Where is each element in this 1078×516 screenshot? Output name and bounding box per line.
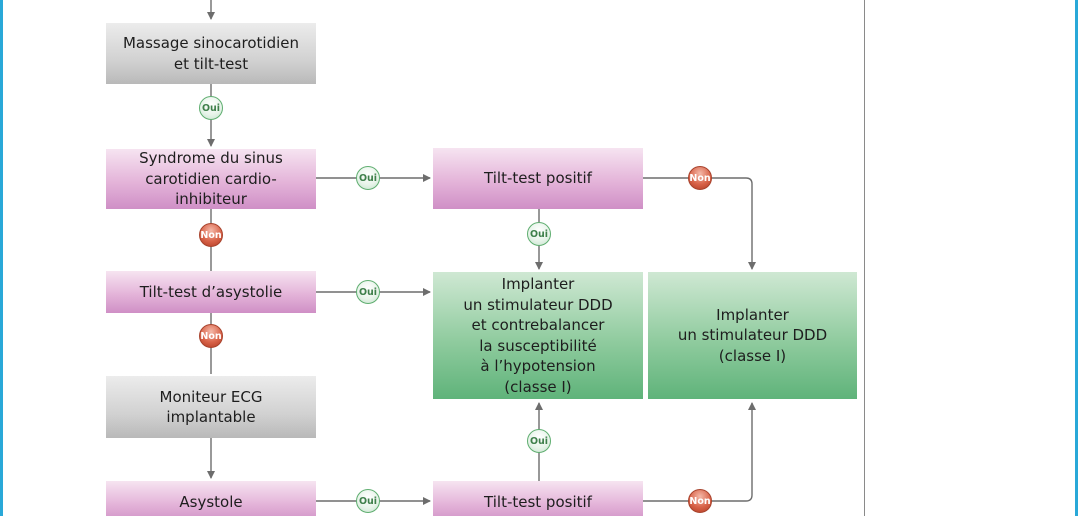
node-asystole: Asystole (106, 481, 316, 516)
badge-oui-syndrome: Oui (356, 166, 380, 190)
node-moniteur-ecg: Moniteur ECG implantable (106, 376, 316, 438)
node-implanter-ddd-hypotension: Implanter un stimulateur DDD et contreba… (433, 272, 643, 399)
arrow-tilt-positif-non-to-implanter-ddd (643, 177, 756, 270)
badge-non-syndrome: Non (199, 223, 223, 247)
node-implanter-ddd: Implanter un stimulateur DDD (classe I) (648, 272, 857, 399)
frame-right-border (1075, 0, 1078, 516)
node-syndrome-sinus-carotidien: Syndrome du sinus carotidien cardio-inhi… (106, 149, 316, 209)
frame-divider-line (864, 0, 865, 516)
arrow-tilt-positif-bottom-non-to-implanter-ddd (643, 402, 756, 502)
node-tilt-test-asystolie: Tilt-test d’asystolie (106, 271, 316, 313)
badge-non-tilt-positif-top: Non (688, 166, 712, 190)
badge-oui-asystole: Oui (356, 489, 380, 513)
badge-oui-tilt-positif-top: Oui (527, 222, 551, 246)
frame-left-border (0, 0, 3, 516)
node-massage-sinocarotidien: Massage sinocarotidien et tilt-test (106, 23, 316, 84)
badge-oui-tilt-asystolie: Oui (356, 280, 380, 304)
node-tilt-test-positif-top: Tilt-test positif (433, 148, 643, 209)
badge-oui-massage: Oui (199, 96, 223, 120)
badge-oui-tilt-positif-bottom: Oui (527, 429, 551, 453)
badge-non-tilt-asystolie: Non (199, 324, 223, 348)
node-tilt-test-positif-bottom: Tilt-test positif (433, 481, 643, 516)
badge-non-tilt-positif-bottom: Non (688, 489, 712, 513)
